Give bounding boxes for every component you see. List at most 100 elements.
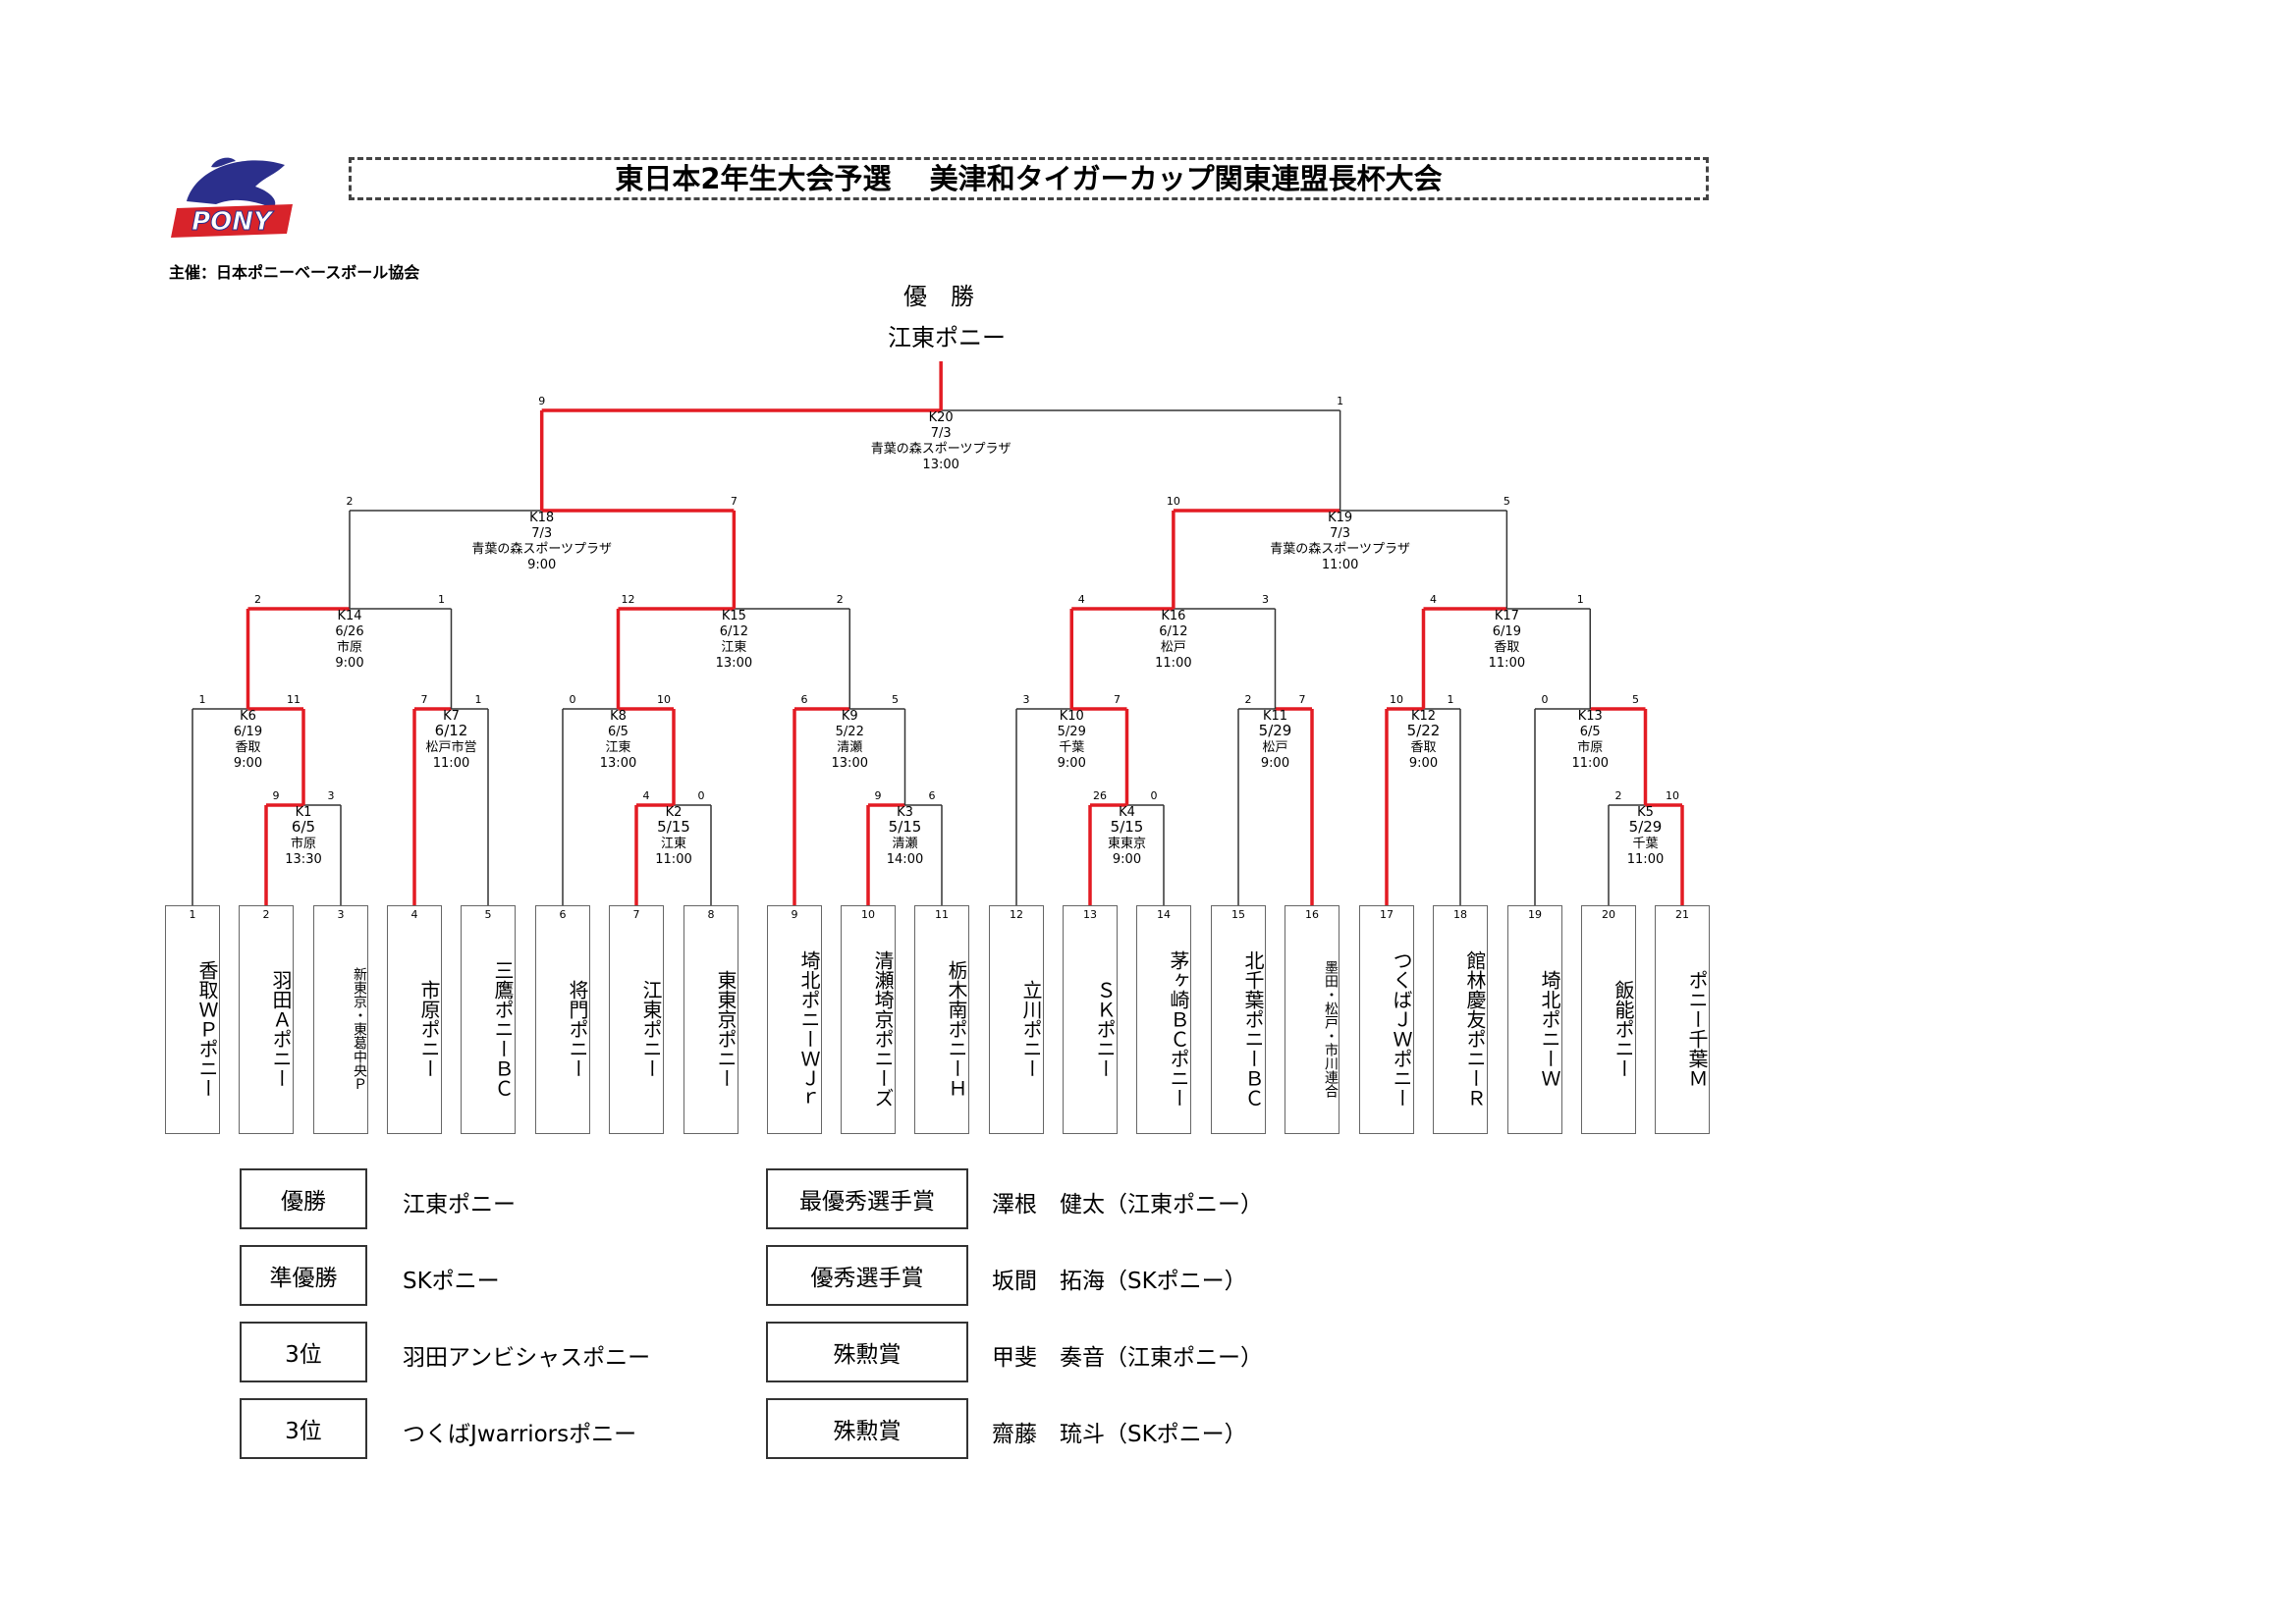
game-info-id: K13: [1578, 709, 1603, 724]
game-info-id: K16: [1161, 609, 1185, 623]
score-left: 26: [1093, 789, 1107, 802]
score-right: 3: [1262, 593, 1269, 606]
game-info-date: 6/5: [608, 725, 629, 739]
score-left: 12: [622, 593, 635, 606]
team-number: 13: [1083, 908, 1097, 921]
score-left: 0: [570, 693, 576, 706]
team-name: 北千葉ポニーＢＣ: [1241, 950, 1265, 1108]
award-label-merit-1: 殊勲賞: [766, 1322, 968, 1382]
team-number: 11: [935, 908, 949, 921]
game-info-date: 5/15: [889, 818, 922, 836]
game-info-venue: 市原: [1577, 739, 1603, 755]
result-label-third-1: 3位: [240, 1322, 367, 1382]
award-label-mvp: 最優秀選手賞: [766, 1168, 968, 1229]
game-info-venue: 千葉: [1632, 837, 1658, 851]
game-info-time: 9:00: [234, 756, 262, 771]
game-info-date: 6/12: [720, 624, 748, 639]
team-number: 15: [1231, 908, 1245, 921]
game-info-time: 11:00: [1627, 852, 1664, 867]
result-name-champion: 江東ポニー: [403, 1192, 516, 1218]
game-info-venue: 千葉: [1059, 740, 1084, 755]
game-info-id: K5: [1637, 805, 1654, 820]
game-info-time: 9:00: [1058, 756, 1086, 771]
logo-text: PONY: [191, 207, 275, 237]
score-left: 1: [199, 693, 206, 706]
score-left: 2: [347, 495, 354, 508]
game-info-time: 11:00: [433, 756, 469, 771]
team-name: 清瀬埼京ポニーズ: [871, 950, 895, 1108]
game-info-venue: 香取: [1410, 740, 1436, 755]
team-number: 14: [1157, 908, 1171, 921]
score-left: 9: [538, 395, 545, 407]
game-info-id: K15: [722, 609, 746, 623]
game-info-date: 6/12: [435, 722, 468, 739]
game-info-venue: 市原: [337, 639, 362, 655]
award-label-outstanding: 優秀選手賞: [766, 1245, 968, 1306]
pony-logo: PONY: [171, 157, 293, 238]
team-number: 3: [337, 908, 345, 921]
game-info-id: K6: [240, 709, 256, 724]
game-info-id: K10: [1060, 709, 1084, 724]
champion-name: 江東ポニー: [888, 324, 1006, 352]
team-name: 東東京ポニー: [714, 970, 738, 1088]
team-number: 18: [1453, 908, 1467, 921]
team-number: 4: [410, 908, 418, 921]
score-left: 4: [1078, 593, 1085, 606]
game-info-venue: 江東: [661, 836, 686, 851]
game-info-id: K19: [1328, 511, 1352, 525]
game-info-date: 5/29: [1629, 818, 1663, 836]
game-info-time: 11:00: [1572, 756, 1609, 771]
game-info-time: 14:00: [887, 852, 923, 867]
team-number: 20: [1602, 908, 1615, 921]
game-info-venue: 市原: [291, 836, 316, 851]
game-info-venue: 清瀬: [892, 837, 917, 851]
game-info-id: K18: [529, 511, 554, 525]
team-number: 7: [632, 908, 640, 921]
team-number: 16: [1305, 908, 1319, 921]
team-number: 19: [1528, 908, 1542, 921]
award-name-mvp: 澤根 健太（江東ポニー）: [992, 1192, 1263, 1218]
game-info-id: K2: [666, 805, 683, 820]
game-info-time: 13:00: [600, 756, 636, 771]
result-label-champion: 優勝: [240, 1168, 367, 1229]
game-info-date: 6/5: [1580, 725, 1601, 739]
game-info-time: 9:00: [335, 656, 363, 671]
game-info-id: K4: [1119, 805, 1135, 820]
score-left: 2: [1245, 693, 1252, 706]
score-left: 4: [1430, 593, 1437, 606]
score-right: 3: [328, 789, 335, 802]
game-info-date: 6/5: [292, 818, 315, 836]
result-label-third-2: 3位: [240, 1398, 367, 1459]
score-left: 10: [1167, 495, 1180, 508]
team-name: 羽田Ａポニー: [269, 970, 293, 1088]
game-info-venue: 青葉の森スポーツプラザ: [471, 542, 612, 557]
score-right: 7: [731, 495, 738, 508]
game-info-venue: 松戸市営: [425, 739, 476, 755]
game-info-time: 11:00: [655, 852, 691, 867]
result-name-third-2: つくばJwarriorsポニー: [403, 1422, 637, 1447]
horse-head-icon: [187, 160, 285, 208]
game-info-id: K8: [610, 709, 627, 724]
team-number: 21: [1675, 908, 1689, 921]
game-info-date: 6/26: [335, 624, 363, 639]
team-name: 三鷹ポニーＢＣ: [491, 960, 515, 1098]
score-left: 4: [643, 789, 650, 802]
game-info-date: 5/22: [836, 725, 864, 739]
game-info-venue: 香取: [235, 740, 260, 755]
game-info-date: 6/19: [234, 725, 262, 739]
organizer-label: 主催：日本ポニーベースボール協会: [169, 263, 420, 282]
team-name: 香取ＷＰポニー: [195, 960, 219, 1098]
game-info-venue: 松戸: [1161, 640, 1186, 655]
team-name: 館林慶友ポニーＲ: [1463, 950, 1487, 1108]
team-number: 17: [1380, 908, 1394, 921]
score-right: 0: [698, 789, 705, 802]
